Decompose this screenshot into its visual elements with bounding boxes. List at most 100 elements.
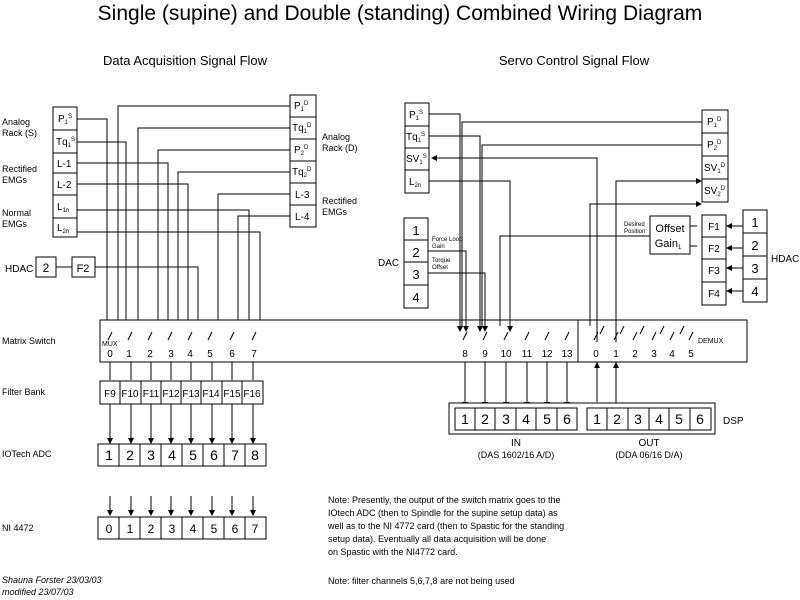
filter-bank-cells: F9 F10 F11 F12 F13 F14 F15 F16	[104, 389, 261, 400]
source-l1n: L1n	[57, 202, 69, 214]
note-filter-channels: Note: filter channels 5,6,7,8 are not be…	[328, 576, 515, 586]
switch-channel-11: 11	[522, 349, 533, 360]
source-l3: L-3	[295, 190, 310, 201]
svg-text:4: 4	[522, 411, 530, 427]
svg-text:setup data). Eventually all d: setup data). Eventually all data acquisi…	[328, 534, 546, 544]
dsp-out-wires	[594, 362, 619, 408]
da-right-source-stack: P1D Tq1D P2D Tq2D L-3 L-4	[289, 94, 317, 228]
svg-text:IOtech ADC (then to Spindle fo: IOtech ADC (then to Spindle for the supi…	[328, 508, 558, 518]
svg-text:Rack (D): Rack (D)	[322, 143, 358, 153]
dac-label: DAC	[378, 258, 399, 269]
mux-label: MUX	[102, 341, 118, 348]
svg-text:1: 1	[412, 223, 419, 238]
mux-channel-labels: 0 1 2 3 4 5 6 7	[107, 349, 257, 360]
svg-text:3: 3	[502, 411, 510, 427]
switch-channel-9: 9	[482, 349, 488, 360]
diagram-title: Single (supine) and Double (standing) Co…	[98, 2, 703, 25]
servo-source-sv1s: SV1S	[406, 154, 427, 166]
filter-f11: F11	[143, 389, 160, 400]
svg-text:Force Loop: Force Loop	[432, 237, 463, 243]
demux-channel-1: 1	[613, 349, 619, 360]
rectified-emgs-left-label: Rectified EMGs	[2, 164, 37, 185]
svg-text:5: 5	[543, 411, 551, 427]
svg-text:3: 3	[169, 522, 176, 536]
matrix-switch-label: Matrix Switch	[2, 336, 56, 346]
svg-text:1: 1	[593, 411, 601, 427]
dsp-in-label: IN	[511, 438, 521, 449]
switch-channel-10: 10	[500, 349, 512, 360]
dsp-out-sublabel: (DDA 06/16 D/A)	[615, 450, 682, 460]
svg-text:4: 4	[751, 284, 758, 299]
source-tq1d: Tq1D	[292, 123, 312, 135]
svg-text:6: 6	[210, 447, 218, 463]
hdac-left-label: HDAC	[5, 264, 33, 275]
svg-text:3: 3	[634, 411, 642, 427]
mux-channel-5: 5	[207, 349, 213, 360]
da-left-source-stack: P1S Tq1S L-1 L-2 L1n L2n	[52, 106, 78, 238]
servo-source-tq1s: Tq1S	[406, 132, 425, 144]
iotech-adc-label: IOTech ADC	[2, 449, 52, 459]
svg-text:on Spastic with the NI4772 car: on Spastic with the NI4772 card.	[328, 547, 458, 557]
svg-text:0: 0	[106, 522, 113, 536]
switch-channel-13: 13	[561, 349, 573, 360]
svg-text:Analog: Analog	[322, 132, 350, 142]
source-l1: L-1	[57, 159, 72, 170]
servo-hdac-stack: 1 2 3 4	[742, 209, 768, 303]
servo-source-sv1d: SV1D	[704, 163, 726, 175]
da-left-source-frame	[52, 106, 78, 238]
ni-cells: 0 1 2 3 4 5 6 7	[106, 522, 259, 536]
filter-f10: F10	[121, 389, 139, 400]
demux-channel-3: 3	[651, 349, 657, 360]
demux-channel-labels: 0 1 2 3 4 5	[593, 349, 694, 360]
servo-source-p1s: P1S	[409, 110, 423, 122]
mux-channel-2: 2	[147, 349, 153, 360]
switch-contacts	[107, 325, 694, 341]
servo-left-source-stack: P1S Tq1S SV1S L2n	[404, 102, 430, 194]
svg-text:2: 2	[613, 411, 621, 427]
svg-text:1: 1	[105, 447, 113, 463]
servo-hdac-label: HDAC	[771, 254, 799, 265]
svg-text:5: 5	[189, 447, 197, 463]
hdac-left-filter: F2	[77, 263, 90, 275]
demux-label: DEMUX	[698, 338, 724, 345]
servo-filter-f2: F2	[708, 244, 720, 255]
svg-text:2: 2	[148, 522, 155, 536]
svg-text:Rectified: Rectified	[322, 196, 357, 206]
svg-text:Torque: Torque	[432, 258, 451, 264]
svg-text:3: 3	[147, 447, 155, 463]
servo-source-p2d: P2D	[707, 140, 722, 152]
desired-position-label: Desired Position	[624, 222, 645, 235]
svg-text:Normal: Normal	[2, 208, 31, 218]
demux-channel-5: 5	[688, 349, 694, 360]
dsp-in-sublabel: (DAS 1602/16 A/D)	[478, 450, 555, 460]
svg-text:well as to the NI 4772 card (t: well as to the NI 4772 card (then to Spa…	[327, 521, 564, 531]
svg-text:3: 3	[412, 267, 419, 282]
filter-f14: F14	[202, 389, 220, 400]
svg-text:4: 4	[168, 447, 176, 463]
ni-4472-label: NI 4472	[2, 523, 34, 533]
servo-source-p1d: P1D	[707, 117, 722, 129]
analog-rack-d-group-label: Analog Rack (D)	[322, 132, 358, 153]
offset-gain-label-top: Offset	[655, 223, 684, 235]
note-switch-matrix: Note: Presently, the output of the switc…	[327, 495, 564, 557]
servo-source-sv2d: SV2D	[704, 186, 726, 198]
filter-bank-wires	[109, 362, 254, 380]
servo-filter-stack: F1 F2 F3 F4	[701, 214, 727, 306]
hdac-left-filter-box	[71, 256, 96, 278]
mux-channel-1: 1	[126, 349, 132, 360]
svg-text:EMGs: EMGs	[2, 175, 28, 185]
servo-filter-f3: F3	[708, 266, 720, 277]
servo-right-source-stack: P1D P2D SV1D SV2D	[701, 109, 729, 203]
mux-channel-4: 4	[187, 349, 193, 360]
svg-text:1: 1	[751, 215, 758, 230]
svg-text:6: 6	[696, 411, 704, 427]
svg-text:Rectified: Rectified	[2, 164, 37, 174]
servo-filter-f1: F1	[708, 222, 720, 233]
force-loop-gain-label: Force Loop Gain	[432, 237, 463, 250]
dsp-out-label: OUT	[638, 438, 659, 449]
modified-line: modified 23/07/03	[2, 587, 74, 597]
dsp-label: DSP	[723, 416, 744, 427]
demux-channel-2: 2	[632, 349, 638, 360]
source-p2d: P2D	[294, 145, 309, 157]
